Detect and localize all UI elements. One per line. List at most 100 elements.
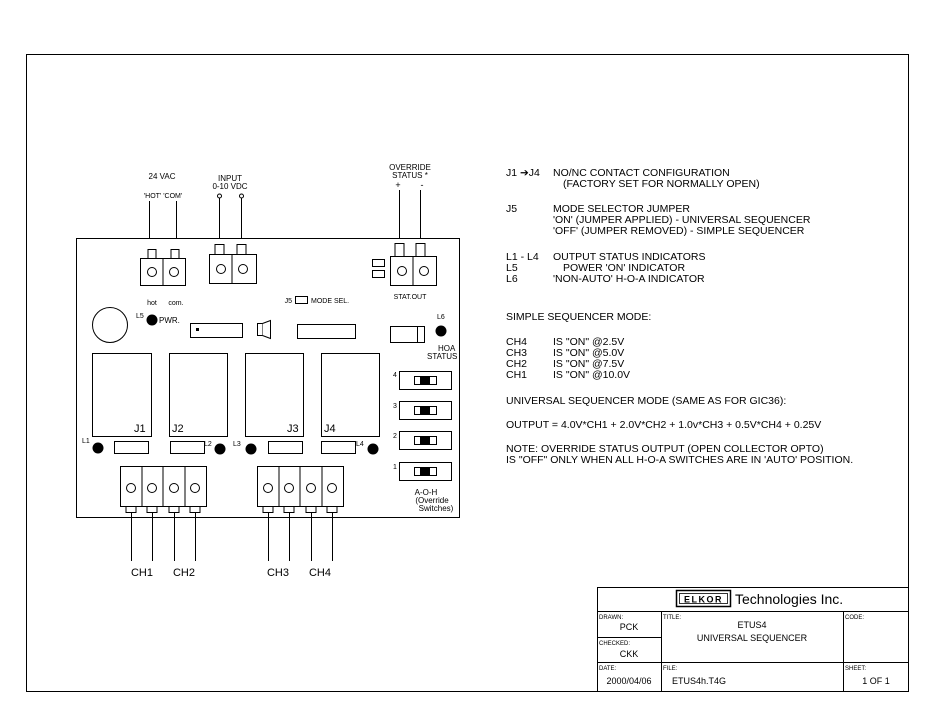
title-block: ELKOR Technologies Inc. DRAWN: PCK CHECK… xyxy=(597,587,909,692)
code-label: CODE: xyxy=(845,615,864,621)
simple-row-text: IS "ON" @5.0V xyxy=(553,347,624,359)
output-terminal-block-left xyxy=(120,466,207,513)
stat-out-label: STAT.OUT xyxy=(394,294,428,301)
resistor xyxy=(268,441,303,454)
relay-label-j1: J1 xyxy=(134,423,146,435)
relay-j4 xyxy=(321,353,380,437)
hoa-status-label: STATUS xyxy=(427,352,457,361)
opto-component xyxy=(390,326,425,343)
capacitor xyxy=(92,307,128,343)
file-value: ETUS4h.T4G xyxy=(672,676,726,686)
note-code-led: L5 xyxy=(506,262,518,274)
hot-com-top-label: 'HOT' 'COM' xyxy=(144,193,182,200)
universal-mode-title: UNIVERSAL SEQUENCER MODE (SAME AS FOR GI… xyxy=(506,395,786,407)
simple-row-ch: CH1 xyxy=(506,369,527,381)
simple-row-text: IS "ON" @7.5V xyxy=(553,358,624,370)
simple-row-ch: CH2 xyxy=(506,358,527,370)
note-text: NO/NC CONTACT CONFIGURATION xyxy=(553,167,730,179)
elkor-logo xyxy=(675,589,732,608)
channel-label-ch3: CH3 xyxy=(267,567,289,579)
relay-j1 xyxy=(92,353,152,437)
plus-sign: + xyxy=(395,180,400,190)
status-star-label: STATUS * xyxy=(392,171,428,180)
led-l4-icon xyxy=(367,443,379,455)
circuit-board: 24 VAC 'HOT' 'COM' INPUT 0-10 VDC OVERRI… xyxy=(76,163,460,579)
status-output-terminal-block xyxy=(390,243,437,286)
override-note: NOTE: OVERRIDE STATUS OUTPUT (OPEN COLLE… xyxy=(506,443,824,455)
relay-label-j2: J2 xyxy=(172,423,184,435)
elkor-logo-text: ELKOR xyxy=(684,595,723,605)
led-l3-icon xyxy=(245,443,257,455)
channel-label-ch4: CH4 xyxy=(309,567,331,579)
drawn-value: PCK xyxy=(620,622,639,632)
led-label-l5: L5 xyxy=(136,313,144,320)
minus-sign: - xyxy=(421,180,424,190)
mode-selector-jumper xyxy=(295,296,308,304)
file-label: FILE: xyxy=(663,666,678,672)
resistor xyxy=(170,441,205,454)
resistor xyxy=(114,441,149,454)
note-text: 'ON' (JUMPER APPLIED) - UNIVERSAL SEQUEN… xyxy=(553,214,811,226)
title-value-2: UNIVERSAL SEQUENCER xyxy=(697,633,808,643)
sheet-value: 1 OF 1 xyxy=(862,676,890,686)
drawn-label: DRAWN: xyxy=(599,615,623,621)
checked-value: CKK xyxy=(620,649,639,659)
notes-panel: J1 ➔J4 NO/NC CONTACT CONFIGURATION (FACT… xyxy=(506,167,853,466)
aoh-override-label: (Override xyxy=(415,496,449,505)
switch-number: 3 xyxy=(393,403,397,410)
input-terminal-block xyxy=(209,244,257,284)
led-l5-icon xyxy=(146,314,158,326)
supply-label: 24 VAC xyxy=(149,172,176,181)
input-label: INPUT xyxy=(218,174,242,183)
switch-number: 2 xyxy=(393,433,397,440)
mode-sel-label: MODE SEL. xyxy=(311,298,349,305)
switch-number: 1 xyxy=(393,464,397,471)
switch-number: 4 xyxy=(393,372,397,379)
note-text: (FACTORY SET FOR NORMALLY OPEN) xyxy=(563,178,760,190)
input-pin-icon xyxy=(239,193,244,199)
note-code-led: L6 xyxy=(506,273,518,285)
note-text: OUTPUT STATUS INDICATORS xyxy=(553,251,705,263)
aoh-label: A-O-H xyxy=(415,488,438,497)
pwr-label: PWR. xyxy=(159,316,180,325)
led-label-l2: L2 xyxy=(204,441,212,448)
company-name: Technologies Inc. xyxy=(735,591,843,607)
relay-label-j4: J4 xyxy=(324,423,336,435)
led-l1-icon xyxy=(92,442,104,454)
relay-j2 xyxy=(169,353,228,437)
override-note: IS "OFF" ONLY WHEN ALL H-O-A SWITCHES AR… xyxy=(506,454,853,466)
j5-label: J5 xyxy=(285,298,293,305)
led-label-l3: L3 xyxy=(233,441,241,448)
checked-label: CHECKED: xyxy=(599,641,630,647)
output-terminal-block-right xyxy=(257,466,344,513)
simple-row-text: IS "ON" @2.5V xyxy=(553,336,624,348)
hot-label: hot xyxy=(147,300,157,307)
led-l6-icon xyxy=(435,325,447,337)
note-text: 'NON-AUTO' H-O-A INDICATOR xyxy=(553,273,705,285)
led-label-l6: L6 xyxy=(437,314,445,321)
hoa-label: HOA xyxy=(438,344,456,353)
relay-label-j3: J3 xyxy=(287,423,299,435)
status-component xyxy=(372,270,385,278)
note-code-j5: J5 xyxy=(506,203,517,215)
input-pin-icon xyxy=(217,193,222,199)
transistor xyxy=(257,323,263,336)
channel-label-ch2: CH2 xyxy=(173,567,195,579)
aoh-switches-label: Switches) xyxy=(419,504,454,513)
com-label: com. xyxy=(168,300,183,307)
note-text: MODE SELECTOR JUMPER xyxy=(553,203,690,215)
note-text: POWER 'ON' INDICATOR xyxy=(563,262,685,274)
led-l2-icon xyxy=(214,443,226,455)
sheet-label: SHEET: xyxy=(845,666,866,672)
simple-row-ch: CH3 xyxy=(506,347,527,359)
simple-row-ch: CH4 xyxy=(506,336,527,348)
note-code-j1j4: J1 ➔J4 xyxy=(506,167,540,179)
supply-terminal-block xyxy=(140,249,186,286)
ic-chip xyxy=(297,324,356,339)
channel-label-ch1: CH1 xyxy=(131,567,153,579)
input-range-label: 0-10 VDC xyxy=(212,182,247,191)
relay-j3 xyxy=(245,353,304,437)
status-component xyxy=(372,259,385,267)
output-formula: OUTPUT = 4.0V*CH1 + 2.0V*CH2 + 1.0v*CH3 … xyxy=(506,419,821,431)
